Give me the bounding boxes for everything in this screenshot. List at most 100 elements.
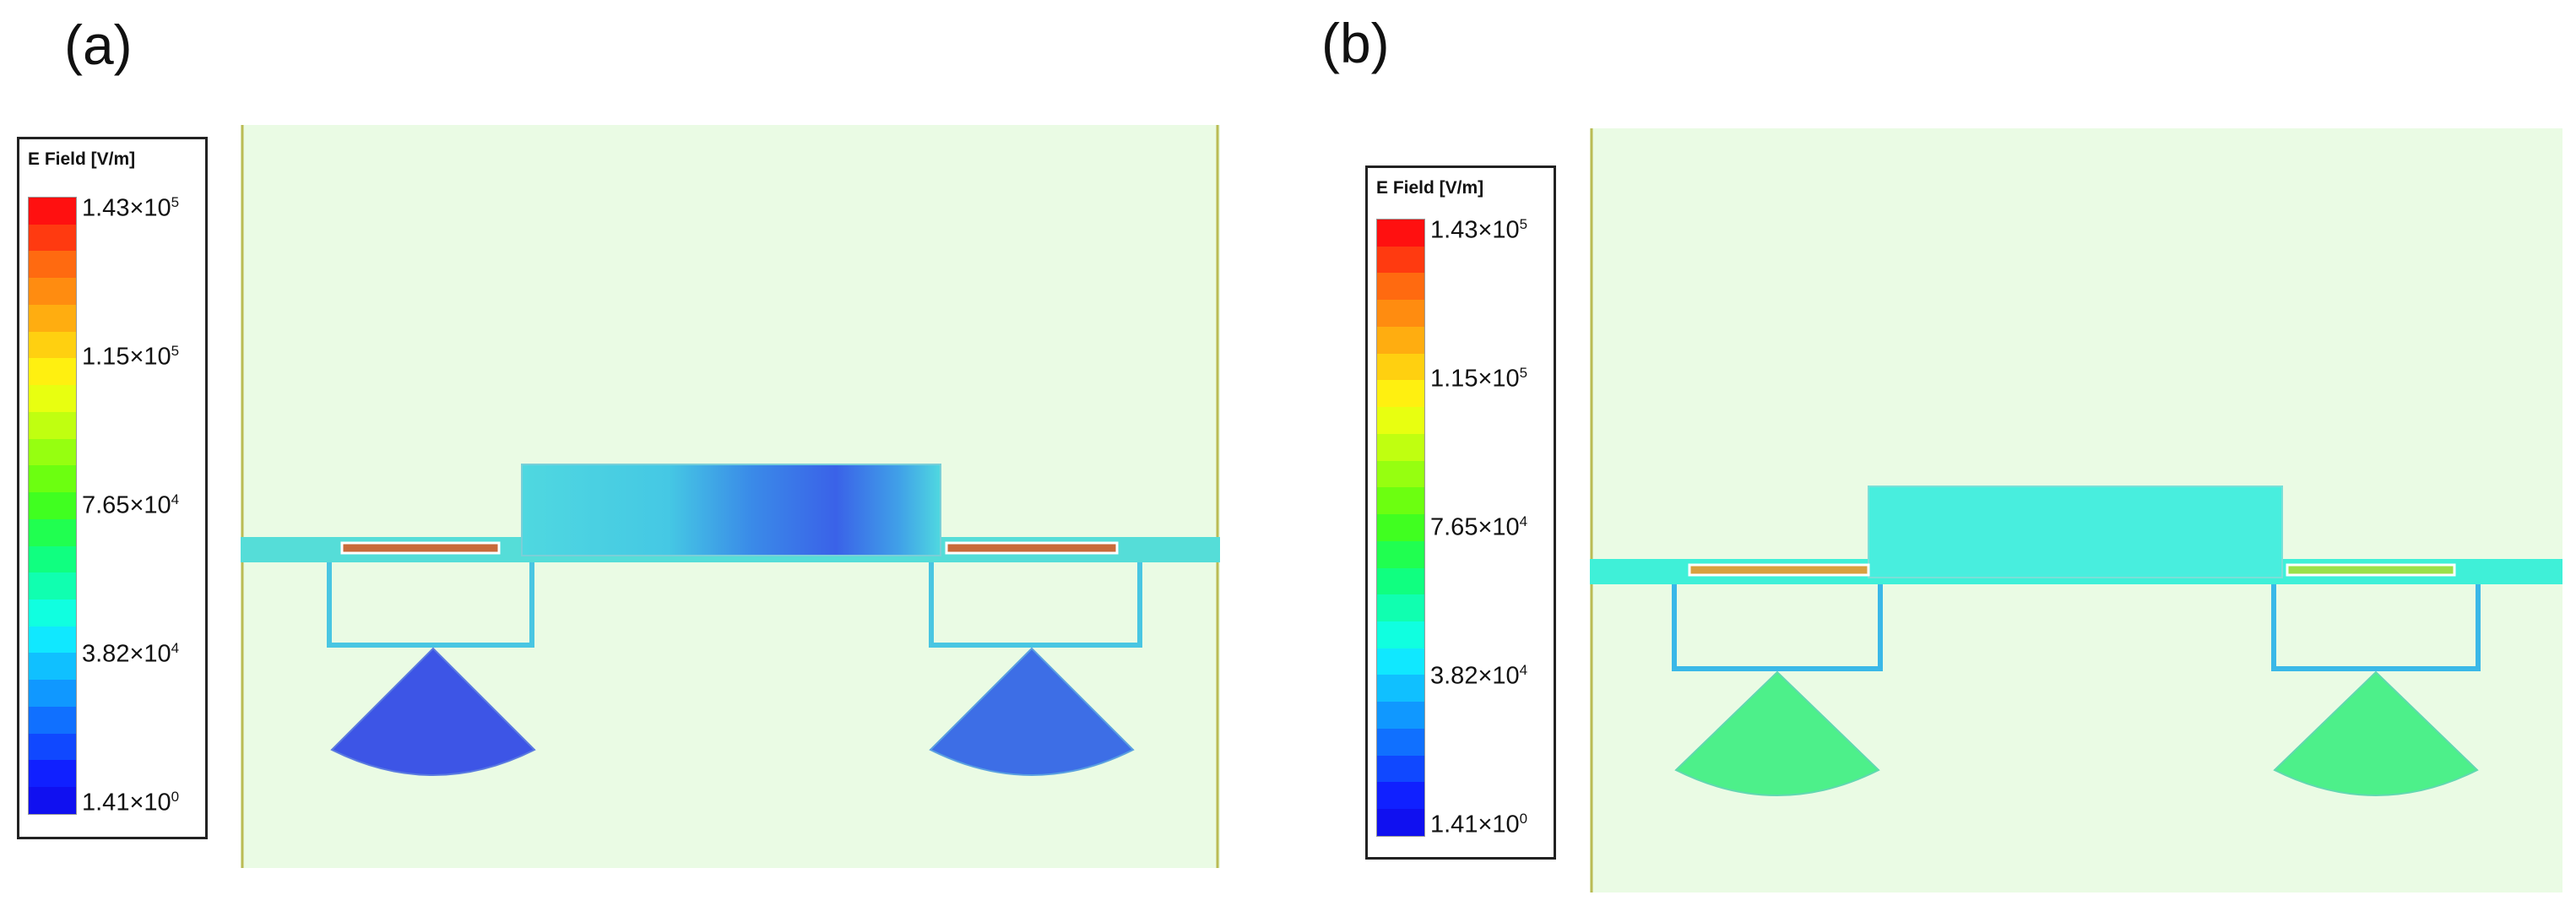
tick-exponent: 5 bbox=[171, 193, 180, 210]
colorbar-band bbox=[1377, 594, 1424, 622]
tick-mantissa: 7.65×10 bbox=[82, 491, 171, 519]
tick-label: 1.43×105 bbox=[82, 195, 179, 223]
tick-mantissa: 1.41×10 bbox=[82, 789, 171, 816]
tick-mantissa: 7.65×10 bbox=[1430, 513, 1520, 541]
colorbar-band bbox=[29, 331, 76, 359]
tick-exponent: 4 bbox=[1519, 661, 1528, 678]
slot-right bbox=[945, 541, 1119, 555]
tick-exponent: 5 bbox=[1519, 215, 1528, 232]
colorbar-band bbox=[29, 224, 76, 252]
colorbar-band bbox=[1377, 220, 1424, 247]
colorbar-band bbox=[1377, 487, 1424, 515]
colorbar-band bbox=[29, 706, 76, 734]
colorbar-band bbox=[1377, 809, 1424, 836]
tick-label: 3.82×104 bbox=[82, 641, 179, 669]
radial-stub-left bbox=[330, 647, 536, 776]
colorbar-band bbox=[1377, 407, 1424, 434]
colorbar-band bbox=[29, 653, 76, 681]
tick-label: 1.15×105 bbox=[82, 344, 179, 372]
tick-label: 1.15×105 bbox=[1430, 366, 1527, 393]
colorbar-band bbox=[1377, 782, 1424, 810]
colorbar-band bbox=[1377, 702, 1424, 729]
colorbar bbox=[1376, 219, 1425, 837]
colorbar-band bbox=[1377, 540, 1424, 568]
colorbar-band bbox=[1377, 728, 1424, 756]
stub-frame-left bbox=[327, 562, 534, 648]
colorbar-band bbox=[1377, 621, 1424, 648]
tick-mantissa: 1.15×10 bbox=[82, 343, 171, 371]
colorbar-band bbox=[1377, 648, 1424, 675]
colorbar-band bbox=[1377, 755, 1424, 783]
legend-title: E Field [V/m] bbox=[28, 149, 136, 169]
stub-frame-right bbox=[2271, 584, 2481, 671]
resonator bbox=[1868, 486, 2283, 578]
tick-exponent: 0 bbox=[1519, 810, 1528, 827]
slot-left bbox=[340, 541, 501, 555]
colorbar-band bbox=[29, 411, 76, 439]
colorbar-band bbox=[1377, 380, 1424, 408]
tick-label: 1.43×105 bbox=[1430, 217, 1527, 245]
colorbar-band bbox=[1377, 273, 1424, 301]
colorbar bbox=[28, 197, 77, 815]
tick-mantissa: 1.15×10 bbox=[1430, 365, 1520, 393]
tick-exponent: 5 bbox=[1519, 364, 1528, 381]
panel-label-b: (b) bbox=[1321, 12, 1390, 74]
colorbar-band bbox=[29, 518, 76, 546]
colorbar-band bbox=[29, 760, 76, 788]
colorbar-band bbox=[1377, 353, 1424, 381]
colorbar-band bbox=[1377, 300, 1424, 327]
colorbar-band bbox=[1377, 460, 1424, 488]
colorbar-band bbox=[29, 385, 76, 412]
tick-mantissa: 1.41×10 bbox=[1430, 811, 1520, 838]
slot-left bbox=[1688, 563, 1870, 577]
colorbar-band bbox=[1377, 433, 1424, 461]
colorbar-band bbox=[29, 198, 76, 225]
tick-exponent: 0 bbox=[171, 788, 180, 805]
field-plot-b bbox=[1590, 128, 2562, 892]
colorbar-band bbox=[29, 599, 76, 627]
colorbar-band bbox=[1377, 567, 1424, 595]
colorbar-band bbox=[29, 680, 76, 707]
tick-mantissa: 3.82×10 bbox=[82, 640, 171, 668]
field-plot-a bbox=[241, 125, 1220, 868]
tick-exponent: 5 bbox=[171, 342, 180, 359]
colorbar-band bbox=[29, 572, 76, 600]
stub-frame-right bbox=[929, 562, 1142, 648]
colorbar-band bbox=[29, 304, 76, 332]
tick-mantissa: 1.43×10 bbox=[82, 194, 171, 222]
panel-label-a: (a) bbox=[64, 14, 133, 76]
tick-label: 1.41×100 bbox=[1430, 811, 1527, 839]
colorbar-band bbox=[29, 278, 76, 305]
colorbar-band bbox=[1377, 675, 1424, 703]
resonator bbox=[521, 464, 941, 556]
colorbar-band bbox=[29, 545, 76, 573]
tick-label: 3.82×104 bbox=[1430, 663, 1527, 691]
tick-mantissa: 3.82×10 bbox=[1430, 662, 1520, 690]
tick-label: 7.65×104 bbox=[1430, 514, 1527, 542]
tick-label: 1.41×100 bbox=[82, 789, 179, 817]
tick-mantissa: 1.43×10 bbox=[1430, 216, 1520, 244]
colorbar-band bbox=[29, 465, 76, 493]
colorbar-band bbox=[1377, 246, 1424, 274]
colorbar-band bbox=[29, 492, 76, 519]
radial-stub-left bbox=[1674, 670, 1880, 796]
stub-frame-left bbox=[1672, 584, 1883, 671]
tick-label: 7.65×104 bbox=[82, 492, 179, 520]
colorbar-band bbox=[29, 438, 76, 466]
colorbar-band bbox=[29, 251, 76, 279]
colorbar-band bbox=[1377, 514, 1424, 541]
colorbar-band bbox=[29, 358, 76, 386]
radial-stub-right bbox=[929, 647, 1135, 776]
radial-stub-right bbox=[2273, 670, 2479, 796]
colorbar-band bbox=[29, 733, 76, 761]
slot-right bbox=[2286, 563, 2456, 577]
tick-exponent: 4 bbox=[171, 491, 180, 507]
colorbar-band bbox=[29, 787, 76, 814]
colorbar-band bbox=[29, 626, 76, 654]
colorbar-band bbox=[1377, 326, 1424, 354]
tick-exponent: 4 bbox=[171, 639, 180, 656]
legend-title: E Field [V/m] bbox=[1376, 178, 1484, 198]
tick-exponent: 4 bbox=[1519, 513, 1528, 529]
